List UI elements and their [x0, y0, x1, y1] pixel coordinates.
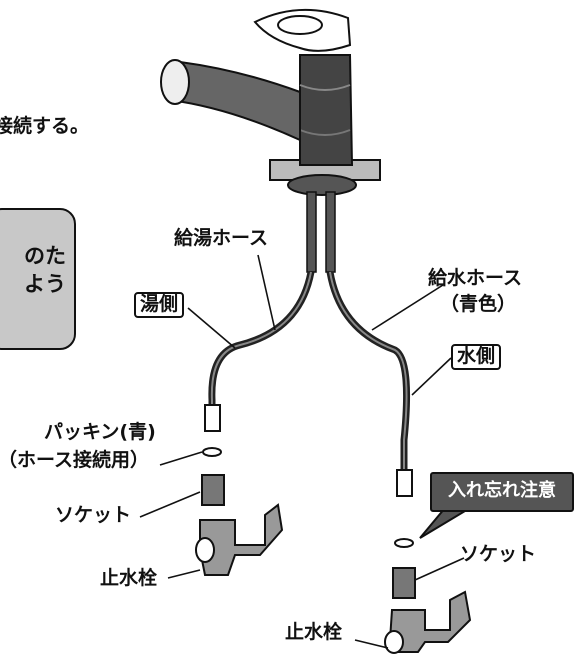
notice-box: のた よう: [0, 208, 76, 350]
socket-right-shape: [392, 567, 416, 599]
notice-line-1: のた: [24, 244, 66, 268]
hot-hose-nut: [204, 404, 221, 432]
packing-left: [202, 447, 222, 457]
hot-hose-label: 給湯ホース: [174, 227, 269, 249]
warning-callout: 入れ忘れ注意: [430, 472, 574, 512]
stopcock-right-label: 止水栓: [285, 621, 343, 643]
packing-right: [394, 538, 414, 548]
faucet-body: [299, 54, 354, 166]
socket-left-shape: [201, 474, 225, 506]
cold-hose-color-label: （青色）: [440, 293, 517, 315]
stopcock-left-shape: [199, 503, 284, 576]
cold-side-label: 水側: [451, 344, 502, 370]
socket-right-label: ソケット: [460, 543, 537, 565]
top-instruction-text: 接続する。: [0, 115, 90, 137]
notice-line-2: よう: [24, 272, 66, 296]
cold-water-hose: [326, 271, 411, 470]
faucet-spout: [168, 60, 301, 142]
packing-label-line-1: パッキン(青): [44, 421, 156, 443]
cold-hose-label: 給水ホース: [428, 267, 523, 289]
cold-hose-nut: [396, 469, 413, 497]
stopcock-left-label: 止水栓: [100, 567, 158, 589]
shower-head: [160, 59, 190, 105]
hot-side-label: 湯側: [134, 292, 185, 318]
socket-left-label: ソケット: [55, 504, 132, 526]
packing-label-line-2: （ホース接続用）: [0, 449, 150, 471]
faucet-base: [287, 174, 357, 196]
